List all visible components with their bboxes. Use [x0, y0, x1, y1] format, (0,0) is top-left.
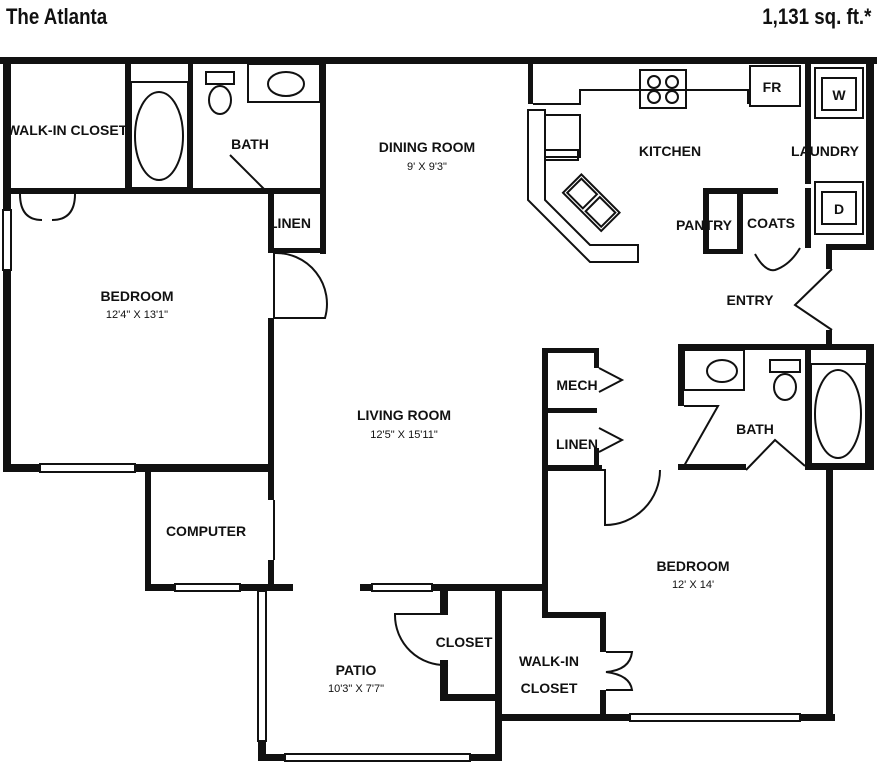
- label-linen: LINEN: [269, 215, 311, 231]
- door-icon: [19, 193, 76, 221]
- label-walkin-closet-2-line2: CLOSET: [521, 680, 578, 696]
- door-icon: [548, 469, 661, 527]
- window: [2, 209, 12, 271]
- doors: [19, 154, 833, 691]
- stove-icon: [639, 69, 687, 109]
- bedroom-1-dimensions: 12'4" X 13'1": [106, 309, 168, 321]
- door-icon: [273, 251, 328, 319]
- fridge-icon: [749, 65, 801, 107]
- label-entry: ENTRY: [727, 292, 775, 308]
- label-closet: CLOSET: [436, 634, 493, 650]
- kitchen-sink-icon: [561, 173, 621, 233]
- label-bedroom-2: BEDROOM: [656, 558, 729, 574]
- label-walkin-closet-2-line1: WALK-IN: [519, 653, 579, 669]
- door-icon: [229, 154, 266, 191]
- label-kitchen: KITCHEN: [639, 143, 701, 159]
- label-living-room: LIVING ROOM: [357, 407, 451, 423]
- dining-room-dimensions: 9' X 9'3": [407, 161, 447, 173]
- window: [39, 463, 136, 473]
- label-pantry: PANTRY: [676, 217, 733, 233]
- square-footage: 1,131 sq. ft.*: [761, 4, 871, 29]
- label-walkin-closet: WALK-IN CLOSET: [7, 122, 128, 138]
- bedroom-2-dimensions: 12' X 14': [672, 579, 714, 591]
- window: [257, 590, 267, 742]
- label-linen-2: LINEN: [556, 436, 598, 452]
- living-room-dimensions: 12'5" X 15'11": [370, 429, 438, 441]
- patio-dimensions: 10'3" X 7'7": [328, 683, 384, 695]
- label-mech: MECH: [556, 377, 597, 393]
- label-bedroom-1: BEDROOM: [100, 288, 173, 304]
- door-icon: [598, 427, 625, 453]
- sink-icon: [706, 359, 738, 383]
- fixtures: [130, 63, 867, 465]
- toilet-icon: [208, 85, 232, 115]
- dryer-label: D: [834, 201, 844, 217]
- label-bath: BATH: [231, 136, 269, 152]
- door-icon: [393, 613, 449, 667]
- plan-title: The Atlanta: [6, 4, 108, 29]
- window: [371, 583, 433, 592]
- door-icon: [683, 405, 720, 467]
- sink-icon: [267, 71, 305, 97]
- bathtub-icon: [814, 369, 862, 459]
- window: [174, 583, 241, 592]
- label-dining-room: DINING ROOM: [379, 139, 475, 155]
- bathtub-icon: [134, 91, 184, 181]
- label-bath-2: BATH: [736, 421, 774, 437]
- window: [629, 713, 801, 722]
- washer-icon: [814, 67, 864, 119]
- label-laundry: LAUNDRY: [791, 143, 860, 159]
- dryer-icon: [814, 181, 864, 235]
- door-icon: [605, 651, 634, 691]
- door-icon: [745, 438, 806, 471]
- door-icon: [793, 268, 833, 331]
- toilet-icon: [773, 373, 797, 401]
- door-icon: [598, 367, 625, 393]
- label-patio: PATIO: [336, 662, 377, 678]
- washer-label: W: [832, 87, 846, 103]
- label-computer: COMPUTER: [166, 523, 246, 539]
- door-icon: [754, 247, 801, 272]
- room-labels: WALK-IN CLOSET BATH LINEN DINING ROOM 9'…: [7, 79, 860, 696]
- label-coats: COATS: [747, 215, 795, 231]
- window: [284, 753, 471, 762]
- walls: [0, 57, 877, 762]
- fridge-label: FR: [763, 79, 782, 95]
